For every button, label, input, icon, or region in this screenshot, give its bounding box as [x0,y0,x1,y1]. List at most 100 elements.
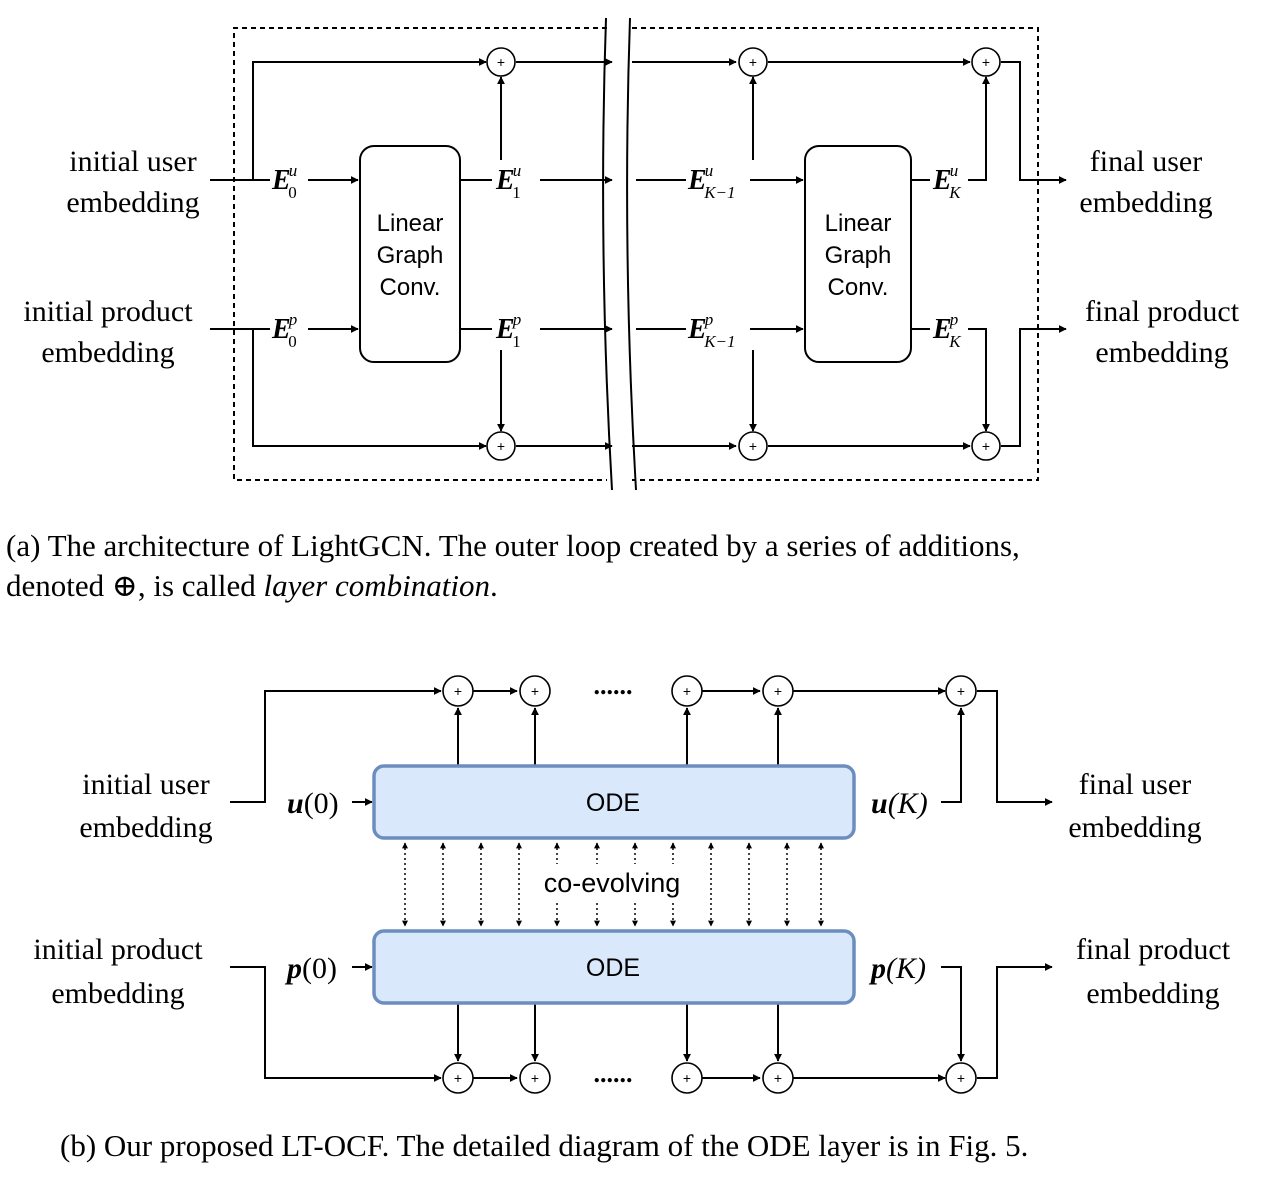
b-plus-top-4: + [762,675,794,707]
b-uk-up-arrow [941,707,965,803]
plus-symbol: + [774,1070,782,1086]
plus-symbol: + [982,54,990,70]
b-plus-top-3: + [671,675,703,707]
b-plus-top-5: + [945,675,977,707]
label-pK: p(K) [868,952,926,985]
outer-loop-top-left [252,58,487,180]
plus-node-bottom-2: + [738,431,768,461]
eku-up-arrow [968,76,990,181]
conv1-label-line2: Graph [377,242,444,269]
caption-a: (a) The architecture of LightGCN. The ou… [6,526,1276,606]
plus-symbol: + [497,438,505,454]
b-initial-product-line2: embedding [51,977,184,1010]
p0-label-bg [284,951,352,985]
plus-symbol: + [749,54,757,70]
a-final-user-line2: embedding [1079,186,1212,219]
a-initial-product-line1: initial product [23,295,193,328]
plus-symbol: + [531,683,539,699]
b-final-product-line2: embedding [1086,977,1219,1010]
plus-symbol: + [454,683,462,699]
conv1-label-line3: Conv. [380,274,441,301]
b-plus-top-2: + [519,675,551,707]
dashed-frame-right [632,27,1039,481]
b-final-user-arrow [977,690,1053,806]
b-plus-bottom-5: + [945,1062,977,1094]
outer-loop-bottom-left [252,329,487,450]
plus-symbol: + [497,54,505,70]
figure-a: + + + + + + Linear Graph Conv. Linear Gr… [23,17,1240,491]
a-initial-user-line1: initial user [69,145,196,178]
b-initial-user-line2: embedding [79,811,212,844]
b-initial-user-line1: initial user [82,768,209,801]
a-final-product-line1: final product [1085,295,1240,328]
linear-graph-conv-block-2 [804,145,912,363]
plus-symbol: + [683,1070,691,1086]
b-top-outer-loop [230,687,442,803]
plus-node-top-2: + [738,47,768,77]
break-mark-right [626,17,637,491]
plus-symbol: + [957,1070,965,1086]
plus-node-top-1: + [486,47,516,77]
figure-b: ODE ODE co-evolving ...... ...... + + + … [33,671,1231,1094]
plus-symbol: + [749,438,757,454]
b-plus-bottom-3: + [671,1062,703,1094]
b-initial-product-line1: initial product [33,933,203,966]
conv2-label-line1: Linear [825,210,892,237]
u0-label-bg [284,786,352,820]
a-final-user-line1: final user [1090,145,1202,178]
caption-a-suffix: . [489,568,498,603]
ode-block-product [372,929,856,1005]
plus-node-top-3: + [971,47,1001,77]
plus-symbol: + [982,438,990,454]
conv1-label-line1: Linear [377,210,444,237]
a-initial-user-line2: embedding [66,186,199,219]
b-bottom-outer-loop [230,966,442,1082]
linear-graph-conv-block-1 [359,145,461,363]
caption-a-line2: denoted ⊕, is called layer combination. [6,566,1276,606]
final-product-arrow [1001,325,1067,447]
b-pk-down-arrow [941,966,965,1062]
label-uK: u(K) [871,787,928,820]
caption-a-italic: layer combination [263,568,490,603]
plus-node-bottom-3: + [971,431,1001,461]
plus-symbol: + [774,683,782,699]
b-final-user-line1: final user [1079,768,1191,801]
ode-user-label: ODE [586,789,640,817]
caption-a-line1: (a) The architecture of LightGCN. The ou… [6,528,1020,563]
plus-symbol: + [531,1070,539,1086]
label-u0: u(0) [287,787,339,820]
co-evolving-label-bg [526,864,698,902]
final-user-arrow [1001,61,1067,184]
ode-block-user [372,764,856,840]
b-plus-bottom-1: + [442,1062,474,1094]
plus-symbol: + [454,1070,462,1086]
b-plus-bottom-4: + [762,1062,794,1094]
plus-symbol: + [957,683,965,699]
b-bottom-ellipsis: ...... [594,1059,633,1088]
break-mark-left [602,17,613,491]
a-final-product-line2: embedding [1095,336,1228,369]
plus-node-bottom-1: + [486,431,516,461]
ekp-down-arrow [968,328,990,432]
caption-b: (b) Our proposed LT-OCF. The detailed di… [60,1128,1029,1163]
conv2-label-line2: Graph [825,242,892,269]
plus-symbol: + [683,683,691,699]
b-final-product-arrow [977,963,1053,1079]
co-evolving-label: co-evolving [544,868,681,898]
caption-a-line2-prefix: denoted ⊕, is called [6,568,264,603]
dashed-frame-left [233,27,607,481]
a-initial-product-line2: embedding [41,336,174,369]
label-p0: p(0) [284,952,337,985]
b-final-user-line2: embedding [1068,811,1201,844]
b-plus-top-1: + [442,675,474,707]
b-final-product-line1: final product [1076,933,1231,966]
